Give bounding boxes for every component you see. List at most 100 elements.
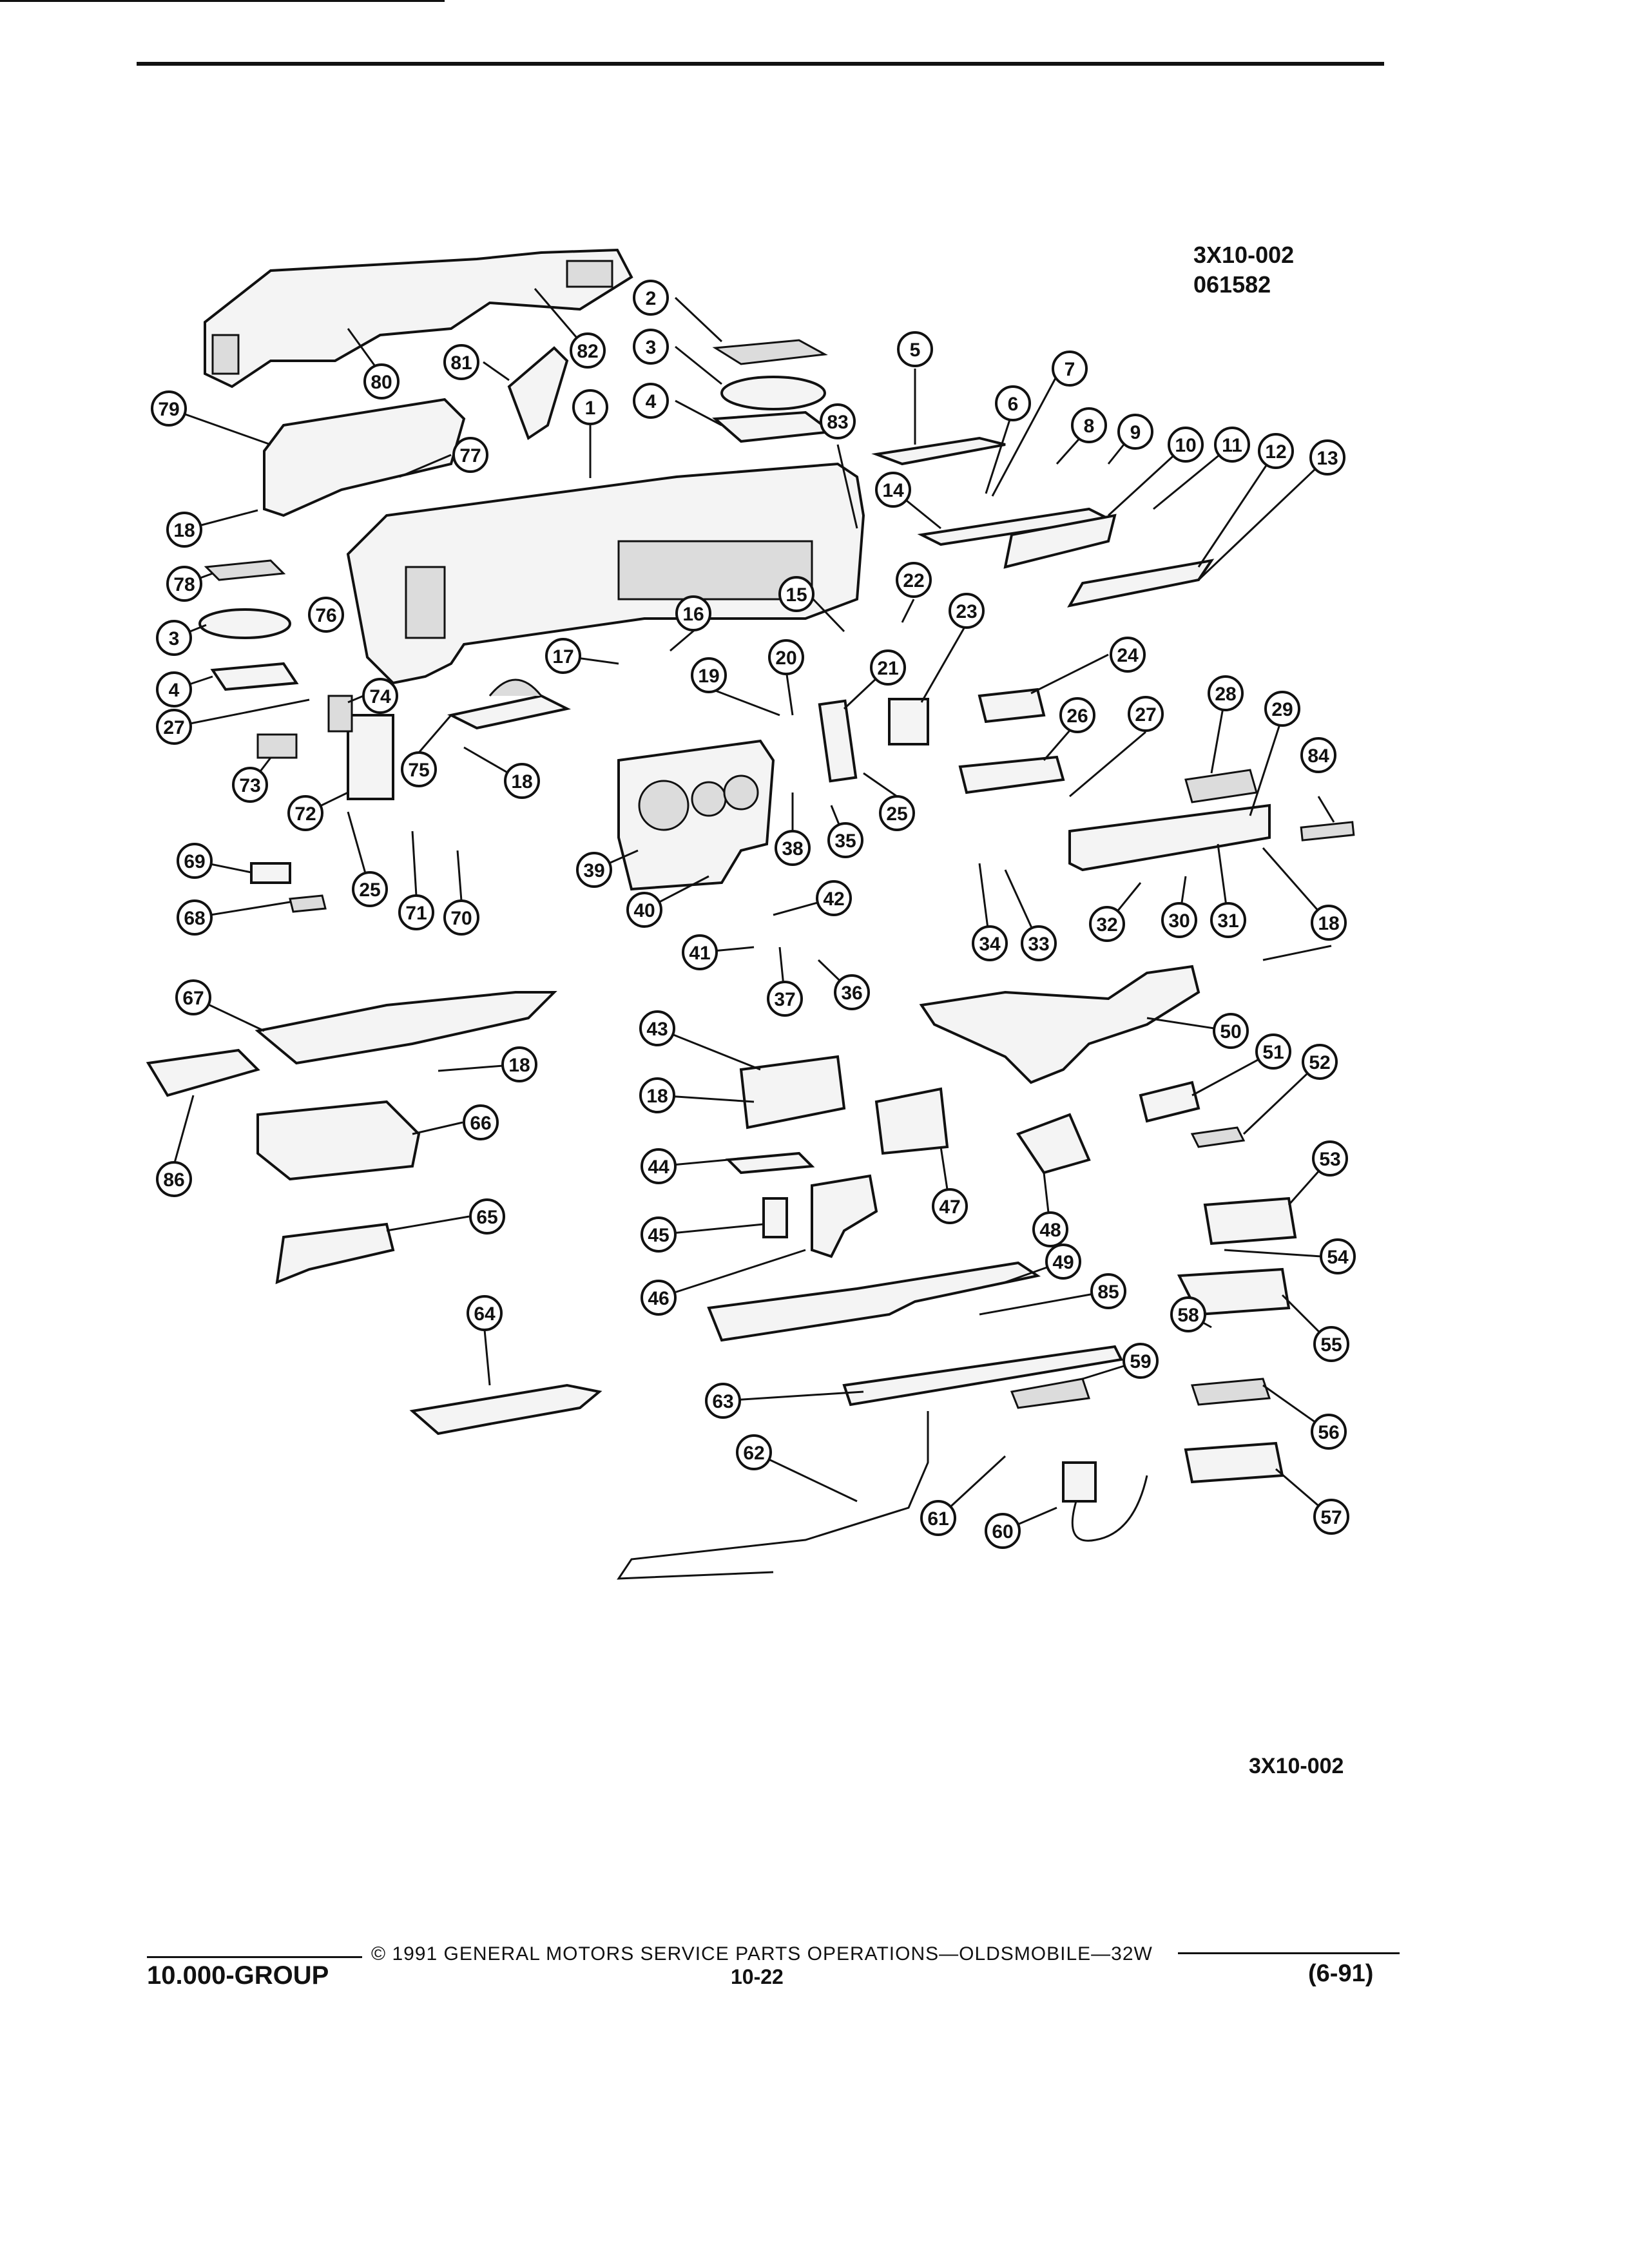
- callout-25: 25: [879, 795, 915, 831]
- lower-duct-50: [919, 965, 1200, 1084]
- callout-24: 24: [1110, 637, 1146, 673]
- leader-18d: [1262, 945, 1332, 961]
- callout-28: 28: [1208, 675, 1244, 711]
- callout-13: 13: [1309, 439, 1345, 476]
- callout-3: 3: [156, 620, 192, 656]
- gasket-44: [725, 1151, 815, 1175]
- callout-25: 25: [352, 871, 388, 907]
- left-speaker-grille: [204, 559, 286, 581]
- callout-number: 81: [450, 352, 472, 374]
- callout-62: 62: [736, 1434, 772, 1470]
- leader-12: [1197, 450, 1277, 568]
- bezel-29: [1068, 803, 1271, 872]
- callout-18: 18: [1311, 905, 1347, 941]
- callout-86: 86: [156, 1161, 192, 1197]
- callout-number: 21: [877, 658, 898, 679]
- callout-number: 49: [1052, 1252, 1074, 1273]
- callout-84: 84: [1300, 737, 1336, 773]
- leader-15: [812, 598, 845, 633]
- callout-71: 71: [398, 894, 434, 930]
- callout-35: 35: [827, 822, 863, 858]
- leader-19: [708, 687, 780, 716]
- instrument-panel-pad: [346, 462, 865, 685]
- callout-number: 73: [239, 775, 260, 796]
- callout-4: 4: [156, 671, 192, 707]
- callout-2: 2: [633, 280, 669, 316]
- callout-number: 13: [1316, 448, 1338, 469]
- leader-20: [785, 669, 794, 716]
- leader-25a: [863, 772, 898, 798]
- callout-number: 32: [1096, 914, 1117, 936]
- switch-module: [347, 714, 394, 800]
- callout-number: 61: [927, 1508, 949, 1530]
- callout-8: 8: [1071, 407, 1107, 443]
- callout-number: 54: [1327, 1247, 1349, 1268]
- callout-58: 58: [1170, 1296, 1206, 1332]
- trim-5: [871, 436, 1006, 466]
- callout-5: 5: [897, 331, 933, 367]
- callout-number: 45: [648, 1225, 669, 1246]
- control-28: [1184, 769, 1258, 803]
- callout-number: 12: [1265, 441, 1286, 463]
- gauge-2: [691, 781, 727, 817]
- callout-number: 83: [827, 412, 848, 433]
- callout-number: 77: [459, 445, 481, 466]
- callout-26: 26: [1059, 697, 1095, 733]
- callout-number: 34: [979, 934, 1001, 955]
- callout-number: 24: [1117, 645, 1139, 666]
- figure-code-label: 061582: [1193, 271, 1271, 298]
- callout-18: 18: [501, 1046, 537, 1082]
- switch-23: [888, 698, 929, 745]
- seal-45: [762, 1197, 788, 1238]
- leader-85: [979, 1290, 1109, 1316]
- leader-66: [412, 1121, 463, 1135]
- part-59: [1010, 1378, 1090, 1409]
- callout-number: 9: [1130, 422, 1141, 443]
- callout-number: 38: [782, 838, 803, 860]
- callout-20: 20: [768, 639, 804, 675]
- duct-46: [811, 1174, 878, 1258]
- decal-84: [1300, 821, 1355, 841]
- bracket-63: [842, 1345, 1123, 1407]
- callout-number: 7: [1065, 359, 1075, 380]
- module-53: [1203, 1196, 1297, 1245]
- leader-64: [483, 1329, 491, 1386]
- callout-78: 78: [166, 566, 202, 602]
- callout-number: 59: [1130, 1351, 1151, 1372]
- leader-54: [1224, 1249, 1322, 1258]
- relay-69: [250, 862, 291, 884]
- callout-number: 39: [583, 860, 604, 881]
- leader-7: [991, 368, 1062, 497]
- callout-number: 62: [743, 1443, 764, 1464]
- panel-opening-1: [405, 566, 446, 639]
- callout-40: 40: [626, 892, 662, 928]
- callout-number: 29: [1271, 699, 1293, 720]
- bracket-56: [1190, 1378, 1271, 1406]
- callout-29: 29: [1264, 691, 1300, 727]
- radio-26: [958, 755, 1065, 794]
- callout-76: 76: [308, 597, 344, 633]
- callout-number: 51: [1262, 1042, 1284, 1063]
- callout-number: 66: [470, 1113, 491, 1134]
- leader-62: [753, 1451, 858, 1503]
- callout-number: 4: [646, 391, 657, 412]
- callout-number: 33: [1028, 934, 1049, 955]
- heater-module-66: [256, 1100, 421, 1181]
- leader-84: [1317, 796, 1335, 823]
- callout-number: 48: [1039, 1220, 1061, 1241]
- callout-81: 81: [443, 344, 479, 380]
- bezel-86: [146, 1048, 260, 1097]
- callout-number: 5: [910, 340, 921, 361]
- callout-56: 56: [1311, 1414, 1347, 1450]
- callout-48: 48: [1032, 1211, 1068, 1247]
- callout-number: 26: [1066, 706, 1088, 727]
- duct-outlet-right: [566, 260, 613, 288]
- figure-id-label: 3X10-002: [1193, 242, 1295, 268]
- group-label: 10.000-GROUP: [147, 1961, 329, 1990]
- callout-42: 42: [816, 880, 852, 916]
- top-rule: [137, 62, 1384, 66]
- callout-37: 37: [767, 981, 803, 1017]
- callout-16: 16: [675, 595, 711, 631]
- callout-59: 59: [1123, 1343, 1159, 1379]
- callout-65: 65: [469, 1198, 505, 1235]
